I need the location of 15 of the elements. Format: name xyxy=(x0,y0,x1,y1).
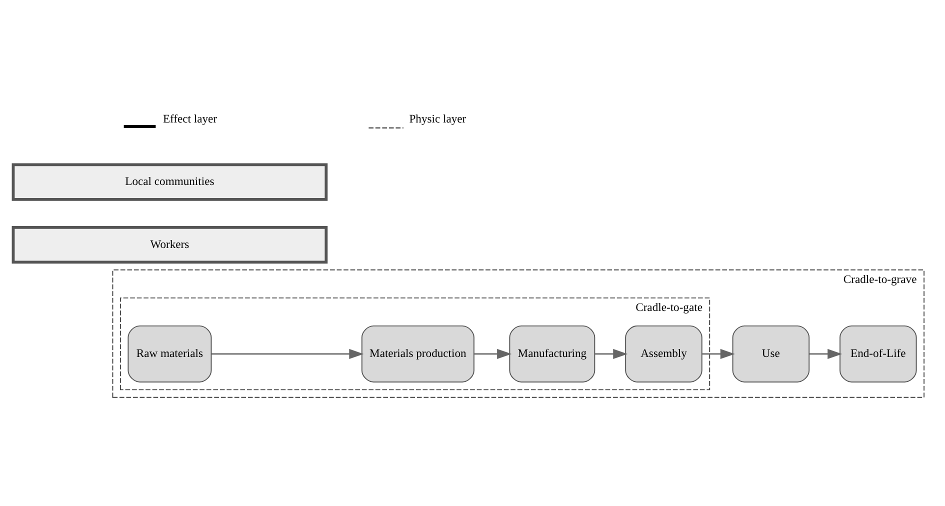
legend-label: Effect layer xyxy=(162,112,218,126)
arrow xyxy=(211,348,364,359)
legend-label: Physic layer xyxy=(409,112,466,126)
node-box: Local communities xyxy=(12,162,328,200)
node-box: Manufacturing xyxy=(509,324,596,382)
node-box: Raw materials xyxy=(128,324,212,382)
node-box: Materials production xyxy=(361,324,474,382)
arrow xyxy=(594,348,628,359)
arrow xyxy=(702,348,735,359)
node-box: Assembly xyxy=(625,324,702,382)
arrow xyxy=(809,348,842,359)
node-box: Workers xyxy=(12,225,328,264)
node-box: End-of-Life xyxy=(840,324,917,382)
node-box: Use xyxy=(732,324,810,382)
arrow xyxy=(474,348,512,359)
